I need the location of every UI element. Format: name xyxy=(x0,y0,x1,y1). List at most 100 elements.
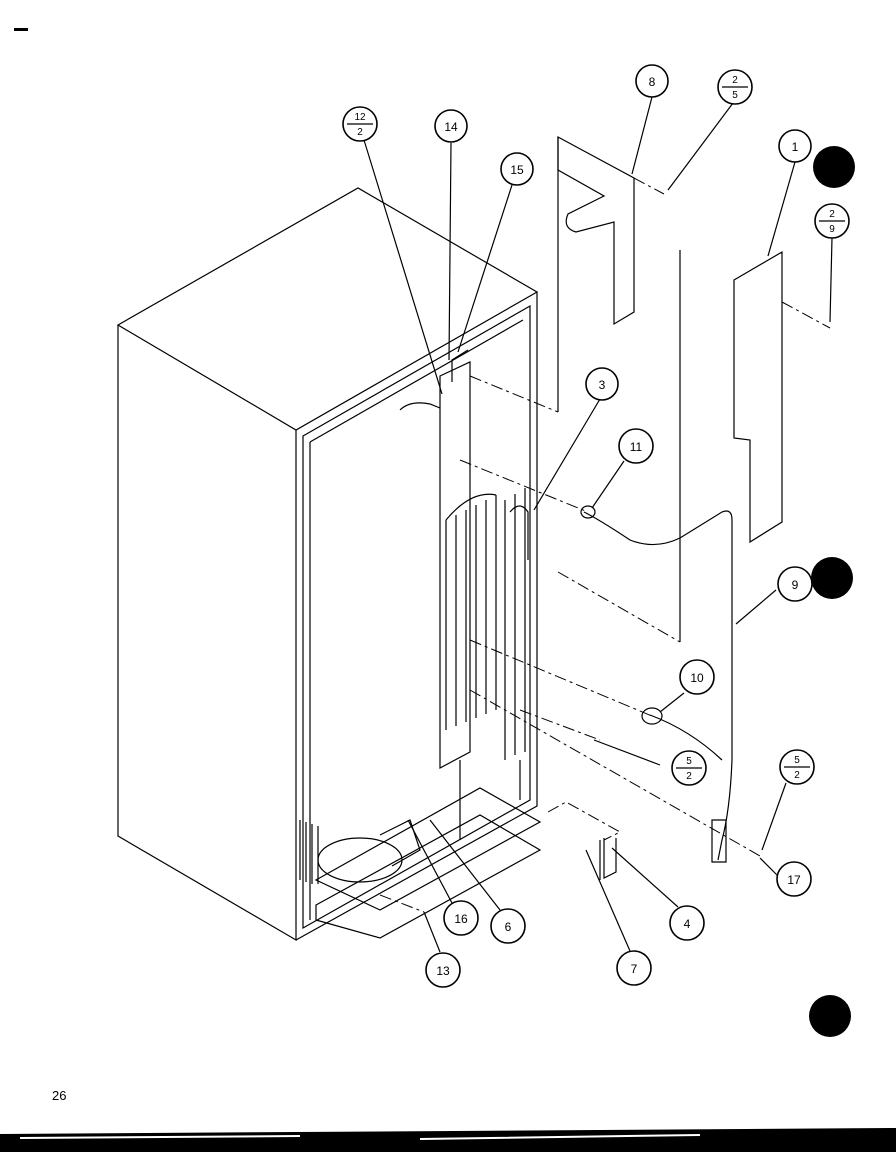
dash-panel xyxy=(557,571,681,643)
callout-label: 10 xyxy=(690,671,704,685)
fraction-bottom: 2 xyxy=(794,770,800,781)
top-bracket xyxy=(451,349,469,382)
refrigerator-cabinet xyxy=(116,187,539,942)
leader-lines xyxy=(363,96,833,953)
callout-13: 13 xyxy=(425,952,461,988)
callout-label: 6 xyxy=(505,920,512,934)
dash-10 xyxy=(469,639,653,717)
callout-16: 16 xyxy=(443,900,479,936)
back-panel xyxy=(439,361,471,769)
cabinet-back-trim xyxy=(309,319,524,443)
fraction-bottom: 2 xyxy=(357,127,363,138)
condenser-assembly xyxy=(399,349,529,840)
bracket-4 xyxy=(599,838,617,880)
callout-6: 6 xyxy=(490,908,526,944)
leader-13 xyxy=(423,911,441,953)
compressor xyxy=(317,837,403,883)
callout-label: 14 xyxy=(444,120,458,134)
drain-tube xyxy=(509,505,529,560)
callout-label: 11 xyxy=(630,440,643,454)
fraction-bottom: 5 xyxy=(732,90,738,101)
dash-8 xyxy=(633,177,665,195)
callout-label: 7 xyxy=(631,962,638,976)
leader-2-5 xyxy=(667,102,734,191)
cabinet-back-inner xyxy=(302,304,531,930)
dash-17 xyxy=(469,689,761,857)
cabinet-top xyxy=(116,187,539,431)
callout-fraction-5-2-right: 5 2 xyxy=(779,749,815,785)
cord-lead xyxy=(649,714,723,761)
callout-fraction-2-9: 2 9 xyxy=(814,203,850,239)
cord-clamp xyxy=(711,819,727,863)
leader-9 xyxy=(735,589,777,625)
upper-back-cover xyxy=(557,135,635,326)
leader-11 xyxy=(591,460,625,509)
fraction-top: 2 xyxy=(732,75,738,86)
lower-frame xyxy=(459,760,521,840)
strain-relief-11 xyxy=(580,505,596,519)
corner-mark xyxy=(14,28,28,31)
dash-11 xyxy=(459,459,589,513)
leader-10 xyxy=(659,692,685,713)
callout-7: 7 xyxy=(616,950,652,986)
callout-label: 9 xyxy=(792,578,799,592)
page-number: 26 xyxy=(52,1088,67,1103)
leader-1 xyxy=(767,161,796,257)
leader-5-2-mid xyxy=(593,739,661,766)
leader-12-2 xyxy=(363,139,443,395)
callout-fraction-5-2-mid: 5 2 xyxy=(671,750,707,786)
binder-hole-middle xyxy=(811,557,853,599)
callout-label: 3 xyxy=(599,378,606,392)
binder-hole-bottom xyxy=(809,995,851,1037)
grommet-10 xyxy=(641,707,663,725)
binder-hole-top xyxy=(813,146,855,188)
callout-label: 4 xyxy=(684,917,691,931)
condenser-coil-bend xyxy=(445,493,497,521)
dash-2-9 xyxy=(781,301,831,329)
leader-7 xyxy=(585,849,631,952)
callout-label: 8 xyxy=(649,75,656,89)
fraction-bottom: 2 xyxy=(686,771,692,782)
callout-label: 13 xyxy=(436,964,450,978)
leader-17 xyxy=(759,857,779,877)
leader-3 xyxy=(533,398,601,511)
callout-fraction-2-5: 2 5 xyxy=(717,69,753,105)
power-cord xyxy=(583,510,733,861)
compressor-mount xyxy=(379,819,421,867)
dash-13 xyxy=(379,894,425,913)
callout-10: 10 xyxy=(679,659,715,695)
base-tray xyxy=(315,814,542,939)
dash-4 xyxy=(547,801,622,841)
leader-2-9 xyxy=(829,237,833,323)
leader-5-2-right xyxy=(761,782,787,851)
callout-1: 1 xyxy=(778,129,812,163)
dash-5-2 xyxy=(519,709,601,741)
condenser-coil-right xyxy=(504,488,526,760)
side-vents xyxy=(299,820,319,884)
access-panel xyxy=(733,250,783,544)
callout-3: 3 xyxy=(585,367,619,401)
callout-label: 1 xyxy=(792,140,799,154)
callout-label: 15 xyxy=(510,163,524,177)
callout-17: 17 xyxy=(776,861,812,897)
leader-15 xyxy=(457,184,513,353)
bracket-arm xyxy=(399,402,441,411)
callout-9: 9 xyxy=(777,566,813,602)
callout-8: 8 xyxy=(635,64,669,98)
callout-11: 11 xyxy=(618,428,654,464)
scan-edge xyxy=(0,1128,896,1152)
fraction-top: 5 xyxy=(794,755,800,766)
leader-8 xyxy=(631,96,653,175)
scan-edge-streak xyxy=(19,1134,701,1140)
callout-label: 16 xyxy=(454,912,468,926)
fraction-top: 12 xyxy=(354,112,366,123)
leader-4 xyxy=(611,847,679,908)
callout-fraction-12-2: 12 2 xyxy=(342,106,378,142)
leader-6 xyxy=(429,819,501,911)
cabinet-side xyxy=(117,325,297,942)
fraction-bottom: 9 xyxy=(829,224,835,235)
fraction-top: 2 xyxy=(829,209,835,220)
dash-panel-cover xyxy=(469,375,559,413)
